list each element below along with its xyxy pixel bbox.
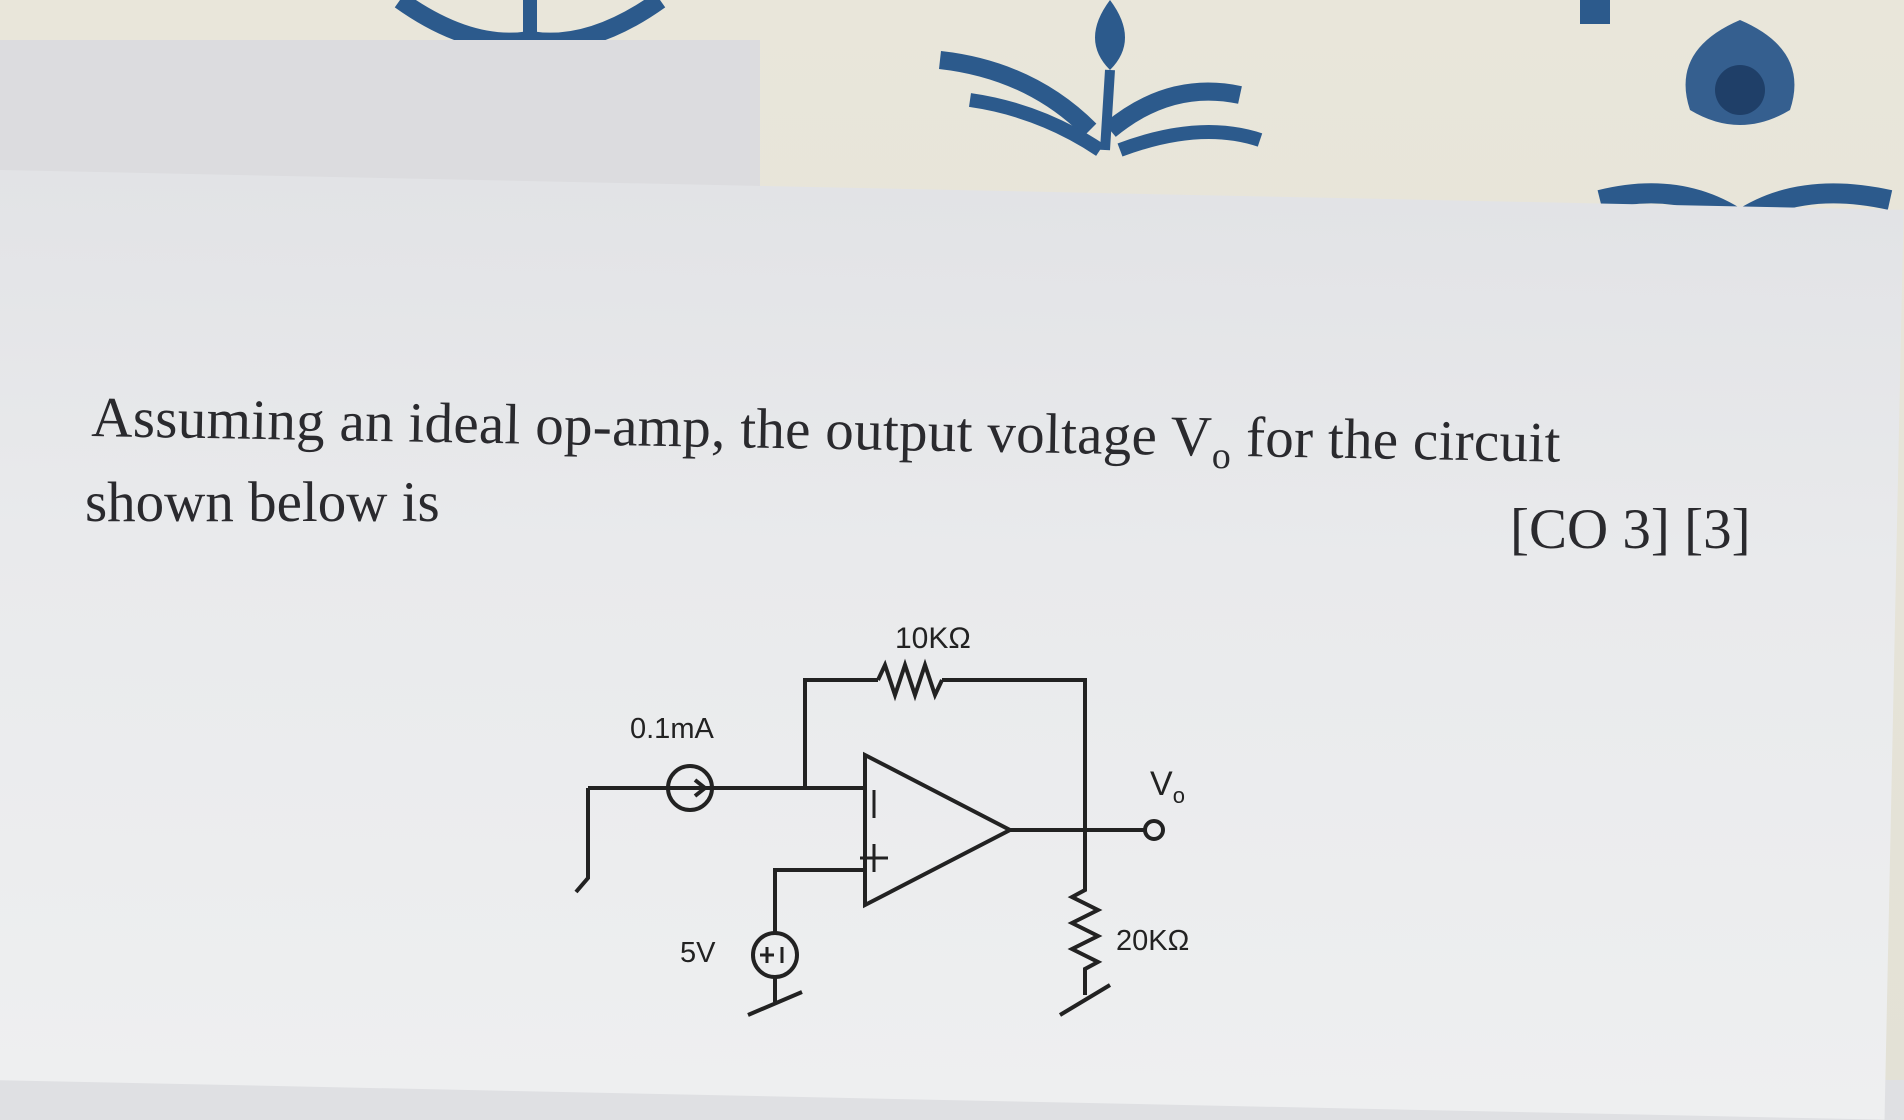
output-label-v: V <box>1150 765 1173 803</box>
question-text-line2: shown below is <box>85 471 440 534</box>
feedback-resistor-label: 10KΩ <box>895 622 971 655</box>
current-source-symbol <box>666 764 714 812</box>
load-resistor-symbol <box>1058 830 1112 1017</box>
current-source-label: 0.1mA <box>630 713 714 745</box>
marks-label: [CO 3] [3] <box>1510 498 1751 561</box>
opamp-triangle <box>863 751 1015 909</box>
output-terminal <box>1143 819 1165 841</box>
fabric-motif-center <box>938 0 1263 157</box>
feedback-wire-left <box>803 678 878 788</box>
feedback-resistor-symbol <box>876 658 944 702</box>
input-wire <box>574 786 865 894</box>
output-label-sub: o <box>1173 783 1185 808</box>
voltage-source-label: 5V <box>680 937 716 969</box>
feedback-wire-right <box>942 678 1087 840</box>
noninverting-wire <box>773 868 865 933</box>
current-source-arrow-icon <box>675 778 709 798</box>
voltage-source-ground <box>747 977 803 1017</box>
output-label: Vo <box>1150 765 1185 808</box>
voltage-source-symbol <box>751 931 799 979</box>
question-vo-subscript: o <box>1211 434 1232 478</box>
load-resistor-label: 20KΩ <box>1116 925 1189 957</box>
circuit-diagram: 10KΩ 0.1mA 5V Vo 20KΩ <box>574 622 1189 1017</box>
question-line1-suffix: for the circuit <box>1230 405 1562 475</box>
